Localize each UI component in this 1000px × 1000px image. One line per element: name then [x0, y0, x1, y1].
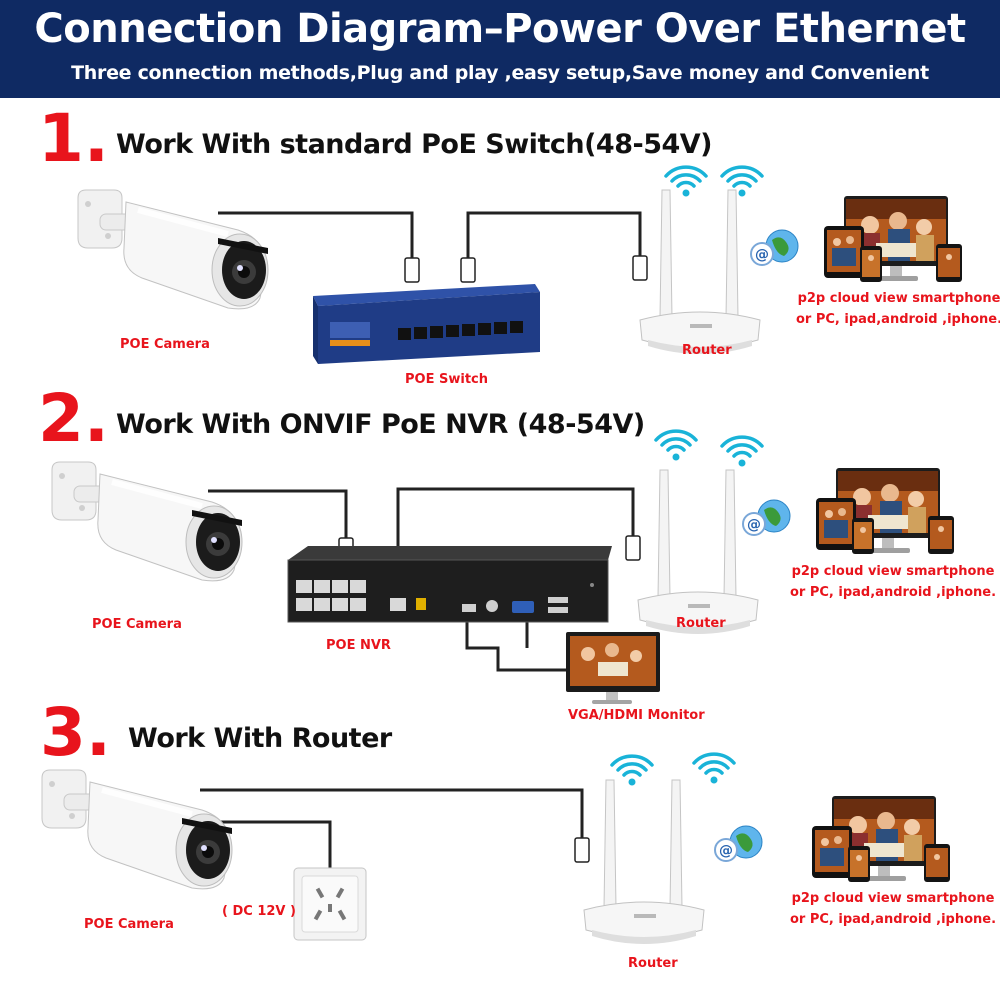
section2-cloud-line1: p2p cloud view smartphone — [791, 564, 995, 579]
section1-globe-icon — [750, 229, 799, 266]
header-banner: Connection Diagram–Power Over Ethernet T… — [0, 0, 1000, 98]
section1-switch-label: POE Switch — [405, 372, 488, 387]
section1-router-label: Router — [682, 343, 732, 358]
section3-wifi-icon-left — [610, 754, 654, 788]
section3-number: 3. — [40, 694, 111, 771]
section2-router-device — [637, 469, 759, 635]
section2-nvr-label: POE NVR — [326, 638, 391, 653]
section1-number: 1. — [38, 100, 109, 177]
section3-router-device — [583, 779, 705, 945]
page-title: Connection Diagram–Power Over Ethernet — [34, 6, 966, 52]
section2-camera-label: POE Camera — [92, 617, 182, 632]
section3-power-outlet — [293, 867, 367, 941]
section1-cables — [218, 211, 642, 260]
section2-monitor-label: VGA/HDMI Monitor — [568, 708, 705, 723]
section3-poe-camera — [42, 770, 232, 889]
section1-poe-camera — [78, 190, 268, 309]
section3-cables — [200, 788, 584, 872]
section3-wifi-icon-right — [692, 752, 736, 786]
section2-globe-icon — [742, 499, 791, 536]
section2-router-label: Router — [676, 616, 726, 631]
section2-poe-nvr-device — [287, 546, 612, 623]
section2-cables — [208, 487, 635, 672]
section3-cloud-text: p2p cloud view smartphone or PC, ipad,an… — [790, 888, 996, 930]
section3-globe-icon — [714, 825, 763, 862]
section2-poe-camera — [52, 462, 242, 581]
section1-connectors — [404, 255, 648, 283]
section1-title: Work With standard PoE Switch(48-54V) — [116, 129, 713, 160]
section3-client-devices — [812, 796, 950, 882]
section3-cloud-line2: or PC, ipad,android ,iphone. — [790, 912, 997, 927]
section2-title: Work With ONVIF PoE NVR (48-54V) — [116, 409, 645, 440]
section1-camera-label: POE Camera — [120, 337, 210, 352]
section2-cloud-text: p2p cloud view smartphone or PC, ipad,an… — [790, 561, 996, 603]
section3-title: Work With Router — [128, 723, 392, 754]
section1-cloud-line2: or PC, ipad,android ,iphone. — [796, 312, 1000, 327]
section3-router-label: Router — [628, 956, 678, 971]
section3-power-label: ( DC 12V ) — [222, 904, 296, 919]
section1-cloud-text: p2p cloud view smartphone or PC, ipad,an… — [796, 288, 1000, 330]
section2-wifi-icon-right — [720, 435, 764, 469]
section3-cloud-line1: p2p cloud view smartphone — [791, 891, 995, 906]
section1-cloud-line1: p2p cloud view smartphone — [797, 291, 1000, 306]
section2-number: 2. — [38, 380, 109, 457]
section2-monitor-device — [566, 632, 660, 704]
section1-client-devices — [824, 196, 962, 282]
section3-connectors — [574, 837, 590, 863]
section1-router-device — [639, 189, 761, 355]
page-subtitle: Three connection methods,Plug and play ,… — [71, 62, 929, 84]
section1-poe-switch-device — [313, 284, 540, 364]
section2-client-devices — [816, 468, 954, 554]
section2-cloud-line2: or PC, ipad,android ,iphone. — [790, 585, 997, 600]
section1-wifi-icon-left — [664, 165, 708, 199]
section2-wifi-icon-left — [654, 429, 698, 463]
section3-camera-label: POE Camera — [84, 917, 174, 932]
